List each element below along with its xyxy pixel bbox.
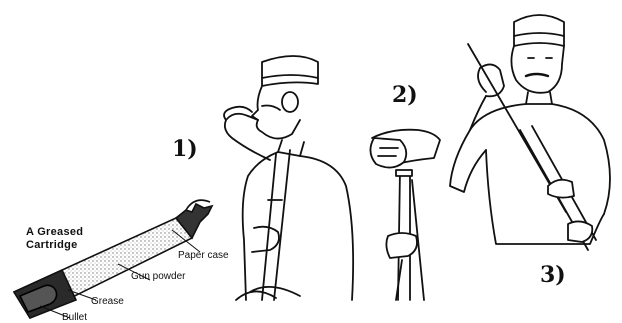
label-paper-case: Paper case — [178, 250, 229, 261]
step-1-label: 1) — [172, 136, 198, 162]
label-bullet: Bullet — [62, 312, 87, 323]
hand-pouring-powder — [370, 130, 440, 300]
cartridge-title-line2: Cartridge — [26, 239, 78, 251]
soldier-ramming — [450, 15, 610, 250]
step-2-label: 2) — [392, 82, 418, 108]
soldier-biting-cartridge — [224, 56, 353, 300]
cartridge-title-line1: A Greased — [26, 226, 83, 238]
label-grease: Grease — [91, 296, 124, 307]
label-gun-powder: Gun powder — [131, 271, 185, 282]
step-3-label: 3) — [540, 262, 566, 288]
